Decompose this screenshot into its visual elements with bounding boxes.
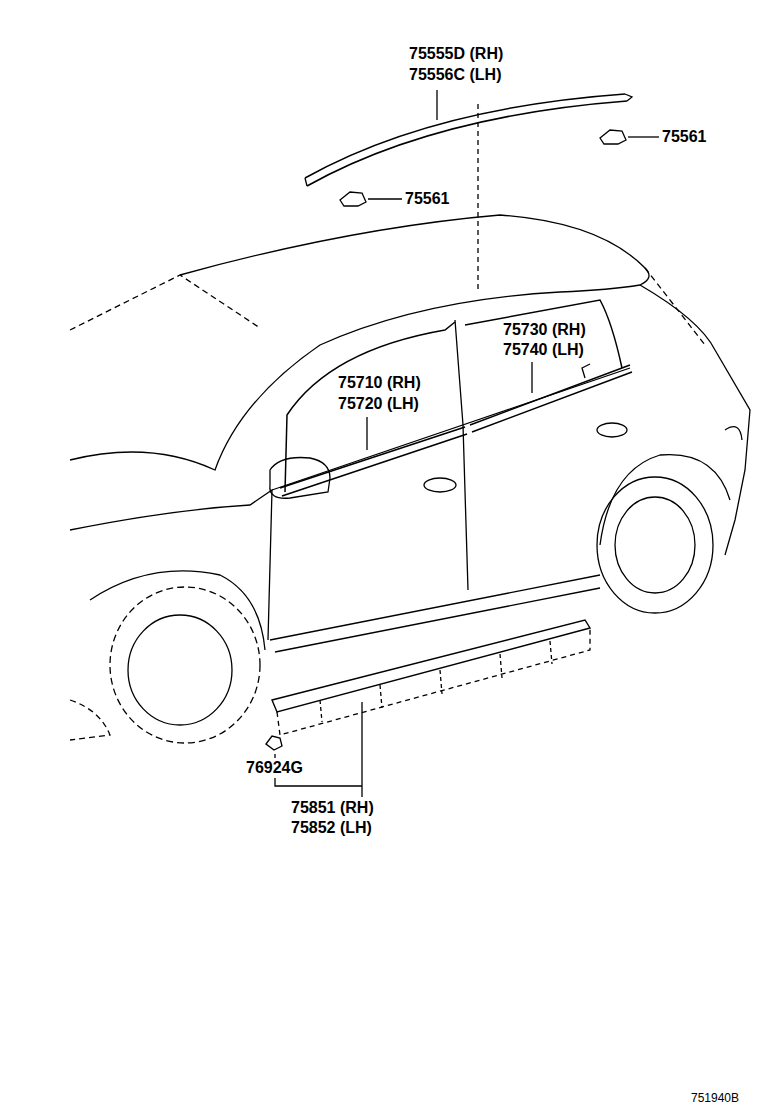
part-number: 75851 (RH) [290, 798, 375, 818]
part-number: 75556C (LH) [408, 65, 502, 85]
part-number: 75720 (LH) [337, 394, 420, 414]
part-number: 75555D (RH) [408, 44, 504, 64]
part-number: 75561 [404, 189, 451, 209]
part-number: 75740 (LH) [502, 340, 585, 360]
part-number: 751940B [690, 1088, 740, 1108]
part-number: 75710 (RH) [337, 373, 422, 393]
part-number: 75730 (RH) [502, 320, 587, 340]
part-number: 75561 [661, 127, 708, 147]
part-number: 76924G [245, 758, 304, 778]
part-number: 75852 (LH) [290, 818, 373, 838]
